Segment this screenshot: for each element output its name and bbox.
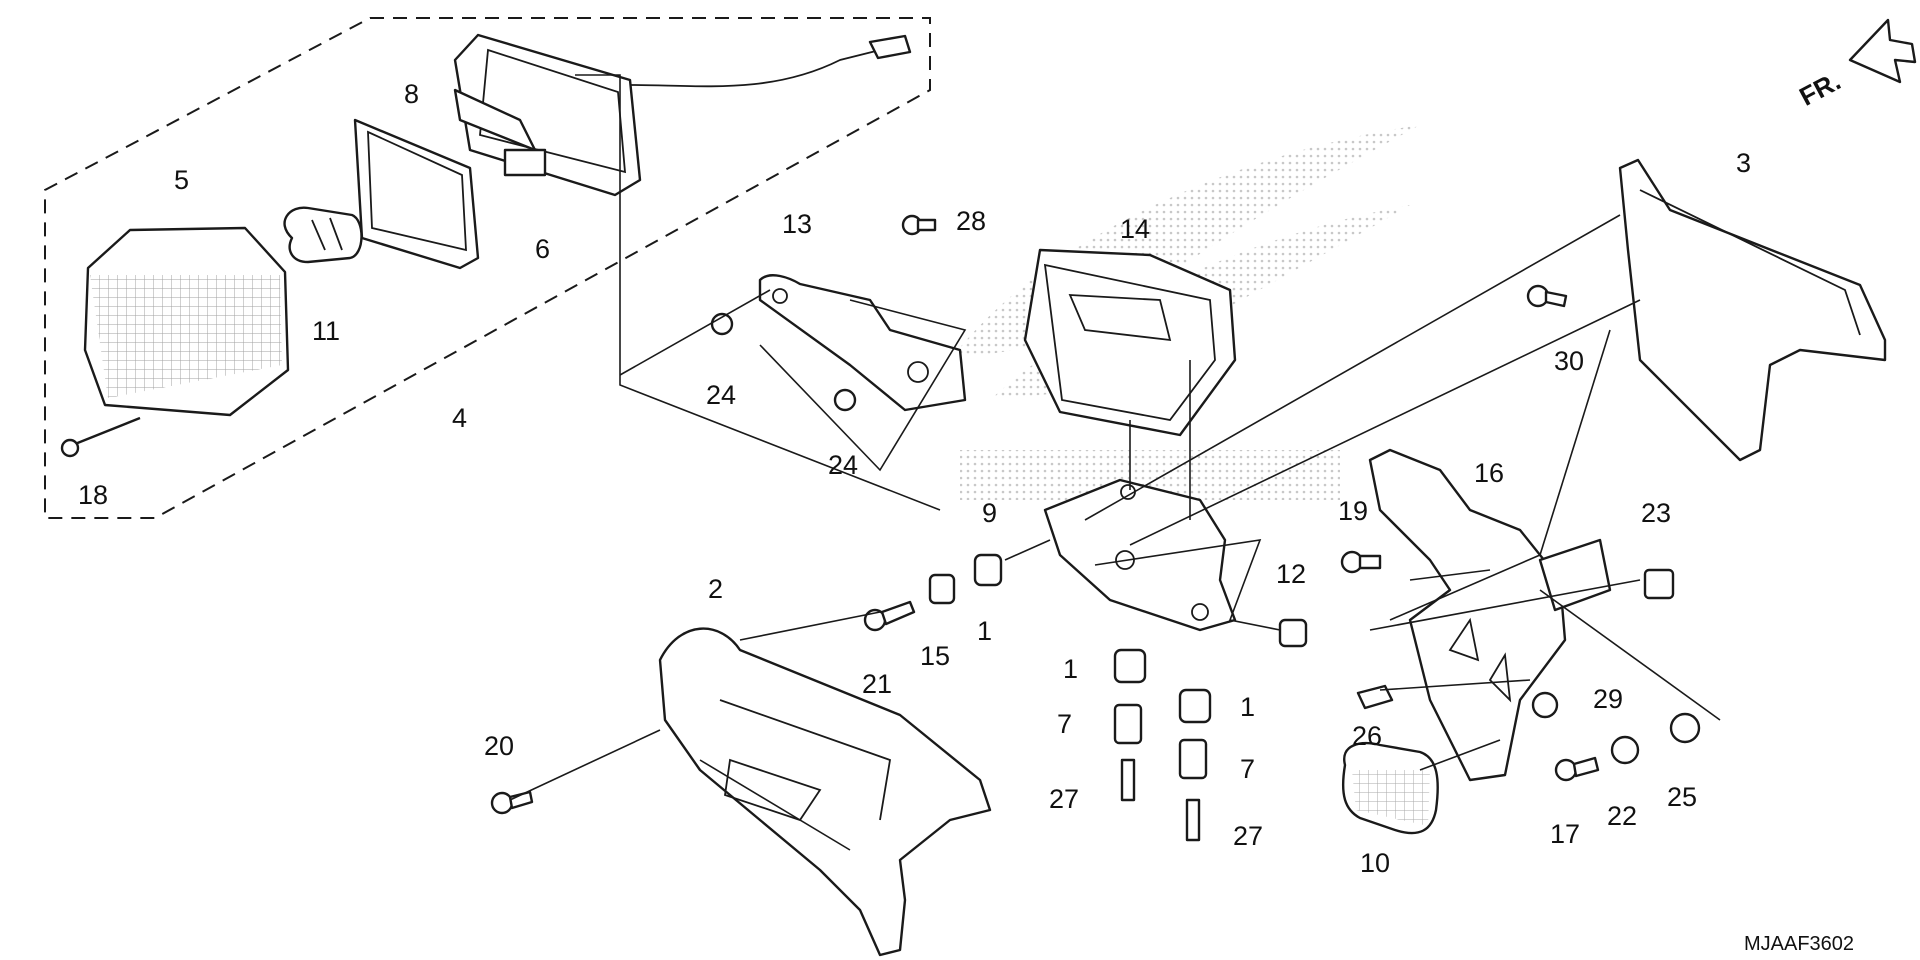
callout-19: 19 <box>1338 496 1368 526</box>
callout-18: 18 <box>78 480 108 510</box>
callout-7-b: 7 <box>1240 754 1255 784</box>
callout-20: 20 <box>484 731 514 761</box>
collar-7-b <box>1178 738 1208 780</box>
collar-7-a <box>1113 703 1143 745</box>
collar-15 <box>928 573 956 605</box>
nut-23 <box>1643 568 1675 600</box>
drawing-code: MJAAF3602 <box>1744 933 1854 955</box>
reflector <box>1341 742 1439 835</box>
front-direction-arrow: FR. <box>1794 18 1917 112</box>
callout-27-a: 27 <box>1049 784 1079 814</box>
nut-25 <box>1669 712 1701 744</box>
callout-25: 25 <box>1667 782 1697 812</box>
grommet-1-b <box>1113 648 1147 684</box>
light-bracket <box>758 274 967 412</box>
callout-16: 16 <box>1474 458 1504 488</box>
rear-stay <box>1618 158 1887 462</box>
callout-7-a: 7 <box>1057 709 1072 739</box>
callout-27-b: 27 <box>1233 821 1263 851</box>
fender-cover <box>658 627 992 957</box>
nut-29 <box>1531 691 1559 719</box>
callout-3: 3 <box>1736 148 1751 178</box>
callout-1-c: 1 <box>1240 692 1255 722</box>
lens-gasket <box>353 118 480 270</box>
front-direction-label: FR. <box>1794 66 1845 112</box>
callout-28: 28 <box>956 206 986 236</box>
callout-14: 14 <box>1120 214 1150 244</box>
callout-11: 11 <box>312 316 340 346</box>
callout-30: 30 <box>1554 346 1584 376</box>
callout-23: 23 <box>1641 498 1671 528</box>
screw-27-a <box>1120 758 1136 802</box>
callout-1-b: 1 <box>1063 654 1078 684</box>
callout-22: 22 <box>1607 801 1637 831</box>
screw-27-b <box>1185 798 1201 842</box>
callout-26: 26 <box>1352 721 1382 751</box>
tail-lens <box>83 226 290 417</box>
plate-holder <box>1368 448 1612 782</box>
washer-22 <box>1610 735 1640 765</box>
callout-5: 5 <box>174 165 189 195</box>
bulb <box>283 206 363 264</box>
grommet-1-a <box>973 553 1003 587</box>
callout-29: 29 <box>1593 684 1623 714</box>
grommet-1-c <box>1178 688 1212 724</box>
callout-12: 12 <box>1276 559 1306 589</box>
light-base <box>453 33 912 197</box>
clip-26 <box>1356 684 1394 710</box>
license-light-housing <box>1023 248 1237 437</box>
assembly-dashed-outline <box>44 17 931 519</box>
callout-15: 15 <box>920 641 950 671</box>
cap-12 <box>1278 618 1308 648</box>
bolt-21 <box>863 600 916 632</box>
callout-9: 9 <box>982 498 997 528</box>
callout-13: 13 <box>782 209 812 239</box>
bolt-19 <box>1340 550 1382 574</box>
bolt-28 <box>901 214 937 236</box>
callout-labels: 1 1 1 2 3 4 5 6 7 7 8 9 10 11 12 13 14 1… <box>78 79 1751 878</box>
callout-1-a: 1 <box>977 616 992 646</box>
bolt-20 <box>490 790 534 815</box>
lens-screw <box>60 416 141 458</box>
leader-lines <box>509 74 1721 851</box>
callout-10: 10 <box>1360 848 1390 878</box>
callout-2: 2 <box>708 574 723 604</box>
bolt-17 <box>1554 756 1600 782</box>
callout-4: 4 <box>452 403 467 433</box>
callout-8: 8 <box>404 79 419 109</box>
plate-bracket <box>1043 478 1237 632</box>
callout-24-a: 24 <box>706 380 736 410</box>
callout-17: 17 <box>1550 819 1580 849</box>
washer-24-upper <box>710 312 734 336</box>
bolt-30 <box>1526 284 1568 308</box>
callout-24-b: 24 <box>828 450 858 480</box>
callout-21: 21 <box>862 669 892 699</box>
washer-24-lower <box>833 388 857 412</box>
callout-6: 6 <box>535 234 550 264</box>
